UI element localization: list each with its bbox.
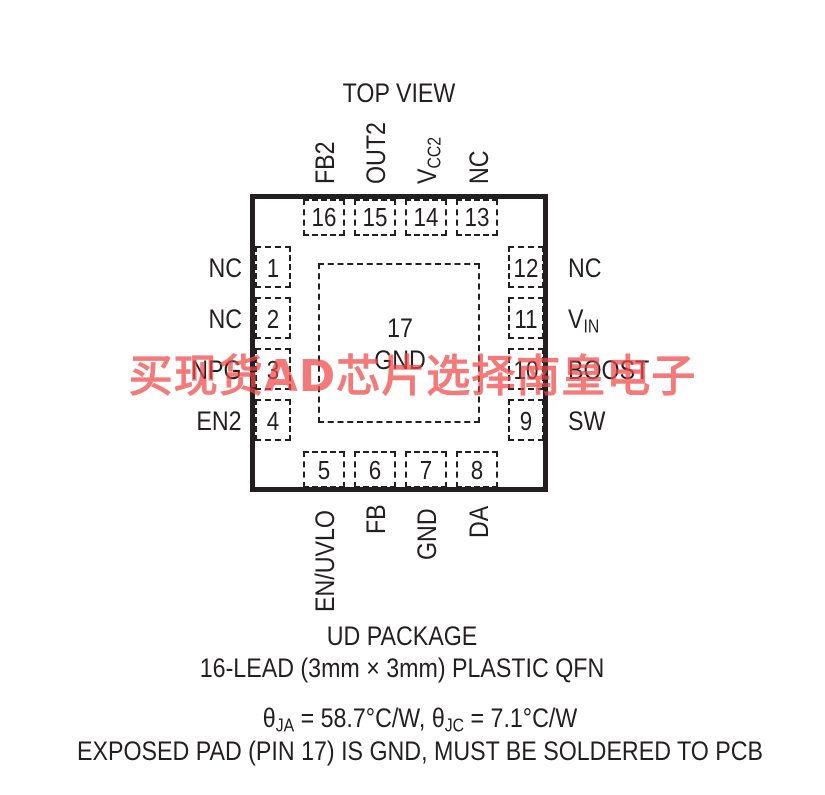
exposed-pad-label: GND (374, 345, 426, 375)
pin-box-15 (354, 199, 396, 236)
package-name: UD PACKAGE (326, 621, 478, 651)
pin-box-16 (303, 199, 345, 236)
package-description: 16-LEAD (3mm × 3mm) PLASTIC QFN (199, 653, 605, 683)
view-label: TOP VIEW (342, 78, 456, 108)
pin-box-11 (508, 297, 544, 339)
pin-box-12 (508, 246, 544, 288)
pin-number-15: 15 (362, 202, 388, 232)
pin-label-3: NPG (191, 355, 242, 385)
pin-number-14: 14 (413, 202, 439, 232)
pin-number-3: 3 (266, 355, 280, 385)
pin-number-5: 5 (317, 455, 331, 485)
pin-label-8: DA (464, 505, 494, 538)
exposed-pad-number: 17 (387, 313, 413, 343)
pin-label-7: GND (412, 508, 442, 560)
pin-number-7: 7 (419, 455, 433, 485)
pin-label-5: EN/UVLO (310, 510, 340, 612)
pin-box-10 (508, 348, 544, 390)
pin-label-6: FB (361, 504, 391, 534)
pin-number-11: 11 (514, 304, 538, 334)
pin-label-14: VCC2 (412, 136, 445, 184)
pin-number-9: 9 (519, 406, 533, 436)
package-outline (250, 194, 548, 492)
exposed-pad (318, 263, 480, 423)
pin-number-12: 12 (513, 253, 539, 283)
pin-label-13: NC (464, 150, 494, 184)
pin-label-12: NC (568, 253, 602, 283)
pin-label-11: VIN (568, 304, 600, 337)
watermark-text: 买现货AD芯片选择南皇电子 (128, 351, 697, 402)
pin-box-4 (255, 399, 291, 441)
pin-label-16: FB2 (310, 141, 340, 184)
pin-box-3 (255, 348, 291, 390)
pin-box-6 (354, 451, 396, 488)
pin-number-2: 2 (266, 304, 280, 334)
pin-box-1 (255, 246, 291, 288)
pin-number-1: 1 (266, 253, 280, 283)
pin-number-10: 10 (513, 355, 539, 385)
pin-label-4: EN2 (196, 406, 242, 436)
pin-label-1: NC (208, 253, 242, 283)
pin-label-2: NC (208, 304, 242, 334)
pin-number-13: 13 (464, 202, 490, 232)
pin-number-16: 16 (311, 202, 337, 232)
pin-box-13 (456, 199, 498, 236)
pin-box-5 (303, 451, 345, 488)
pin-box-8 (456, 451, 498, 488)
thermal-resistance: θJA = 58.7°C/W, θJC = 7.1°C/W (262, 703, 578, 736)
pin-label-15: OUT2 (361, 122, 391, 184)
pin-box-9 (508, 399, 544, 441)
pin-number-8: 8 (470, 455, 484, 485)
pin-box-2 (255, 297, 291, 339)
pin-box-7 (405, 451, 447, 488)
pin-box-14 (405, 199, 447, 236)
exposed-pad-note: EXPOSED PAD (PIN 17) IS GND, MUST BE SOL… (76, 736, 764, 766)
pin-label-9: SW (568, 406, 606, 436)
pin-number-6: 6 (368, 455, 382, 485)
pin-label-10: BOOST (568, 355, 650, 385)
pin-number-4: 4 (266, 406, 280, 436)
